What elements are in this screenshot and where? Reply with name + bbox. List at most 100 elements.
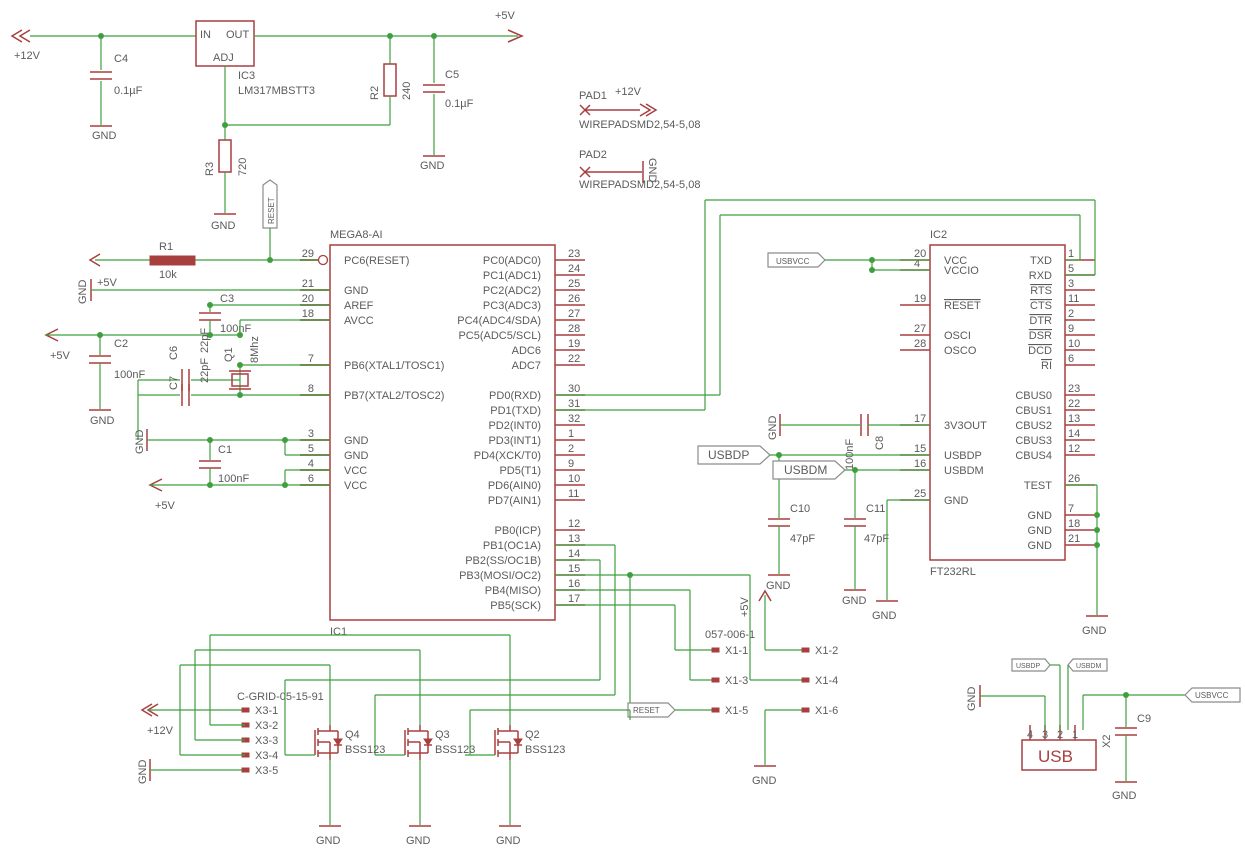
usb-chip-pin-name: GND (944, 495, 969, 507)
usb-chip-pin-number: 20 (914, 248, 926, 260)
mcu-pin-number: 25 (568, 278, 580, 290)
gnd-label: GND (406, 835, 431, 847)
usb-chip-pin-number: 25 (914, 488, 926, 500)
crystal-value: 8Mhz (249, 336, 261, 363)
uart-wiring (555, 199, 1096, 411)
usb-chip-pin-number: 14 (1068, 428, 1080, 440)
usb-chip-body (929, 244, 1066, 561)
isp-header-pin: X1-1 (711, 645, 748, 657)
gnd-label: GND (316, 835, 341, 847)
c10-value: 47pF (790, 533, 815, 545)
usb-pin-number: 1 (1072, 729, 1078, 741)
usbvcc-flag-label: USBVCC (1195, 691, 1229, 700)
c2-value: 100nF (114, 369, 145, 381)
mcu-pin-name: ADC7 (512, 360, 541, 372)
usb-chip-pin-name: OSCO (944, 345, 977, 357)
output-header-pin: X3-1 (241, 705, 278, 717)
mcu-pin-number: 19 (568, 338, 580, 350)
usb-chip-gnd-right: GND (1065, 484, 1108, 637)
c5-ref: C5 (445, 69, 459, 81)
power-supply-section: +12V GND C4 0.1µF IN OUT ADJ IC3 LM317MB… (10, 10, 524, 232)
pad1-value: WIREPADSMD2,54-5,08 (579, 119, 700, 131)
mcu-pin-number: 9 (568, 458, 574, 470)
mcu-pin-name: PC2(ADC2) (483, 285, 541, 297)
r1-value: 10k (159, 269, 177, 281)
digital-supply: GND C1 100nF +5V (134, 429, 330, 512)
c3-value: 100nF (220, 323, 251, 335)
usb-data-lines: USBDP GND C10 47pF USBDM GND C11 47pF GN… (697, 445, 930, 622)
mcu-pin-number: 29 (302, 248, 314, 260)
usb-chip-pin-number: 7 (1068, 503, 1074, 515)
usb-chip-pin-number: 9 (1068, 323, 1074, 335)
usb-chip-pin-name: GND (1028, 525, 1053, 537)
gnd-label: GND (211, 220, 236, 232)
reset-flag-label: RESET (633, 706, 660, 715)
isp-header-pin: X1-6 (801, 705, 838, 717)
mcu-pin-name: PB6(XTAL1/TOSC1) (344, 360, 444, 372)
mcu-pin-number: 20 (302, 293, 314, 305)
mcu-pin-number: 3 (308, 428, 314, 440)
usb-chip-pin-name: CBUS2 (1015, 420, 1052, 432)
mcu-pin-name: GND (344, 285, 369, 297)
mcu-pin-name: PB0(ICP) (495, 525, 541, 537)
c4-ref: C4 (114, 53, 128, 65)
output-header-pins: X3-1X3-2X3-3X3-4X3-5 (241, 705, 278, 777)
regulator-ref: IC3 (238, 70, 255, 82)
usb-pin-number: 3 (1042, 729, 1048, 741)
output-pin-label: X3-4 (255, 750, 278, 762)
usb-chip-pin-number: 6 (1068, 353, 1074, 365)
c1-ref: C1 (218, 444, 232, 456)
mcu-pin-name: ADC6 (512, 345, 541, 357)
usb-pin-number: 2 (1057, 729, 1063, 741)
gnd-label: GND (134, 430, 146, 455)
mcu-pin-number: 8 (308, 383, 314, 395)
gnd-label: GND (137, 760, 149, 785)
usb-chip-pin-name: CBUS3 (1015, 435, 1052, 447)
gnd-label: GND (90, 415, 115, 427)
mcu-pin-number: 24 (568, 263, 580, 275)
mcu-pin-name: PC3(ADC3) (483, 300, 541, 312)
isp-pin-label: X1-5 (725, 705, 748, 717)
mosfet-ref: Q3 (435, 729, 450, 741)
reset-flag-vertical (262, 179, 278, 229)
usbvcc-flag-ic2: USBVCC (767, 252, 930, 273)
gnd-label: GND (966, 687, 978, 712)
mcu-pin-number: 26 (568, 293, 580, 305)
usbvcc-flag-label: USBVCC (776, 257, 810, 266)
mcu-pin-number: 7 (308, 353, 314, 365)
usb-chip-pin-name: TEST (1024, 480, 1052, 492)
usb-chip-value: FT232RL (930, 566, 976, 578)
usb-chip-pin-name: RESET (944, 300, 981, 312)
c9-ref: C9 (1137, 713, 1151, 725)
usb-pin-number: 4 (1027, 729, 1033, 741)
mcu-ic1: MEGA8-AI IC1 29PC6(RESET)21GND20AREF18AV… (300, 229, 585, 638)
isp-pin-label: X1-1 (725, 645, 748, 657)
mcu-pin-name: PB2(SS/OC1B) (465, 555, 541, 567)
usb-connector-body (1021, 739, 1097, 771)
usb-chip-pin-name: CTS (1030, 300, 1052, 312)
c6-value: 22pF (199, 358, 211, 383)
mcu-pin-number: 30 (568, 383, 580, 395)
usb-chip-pin-number: 16 (914, 458, 926, 470)
